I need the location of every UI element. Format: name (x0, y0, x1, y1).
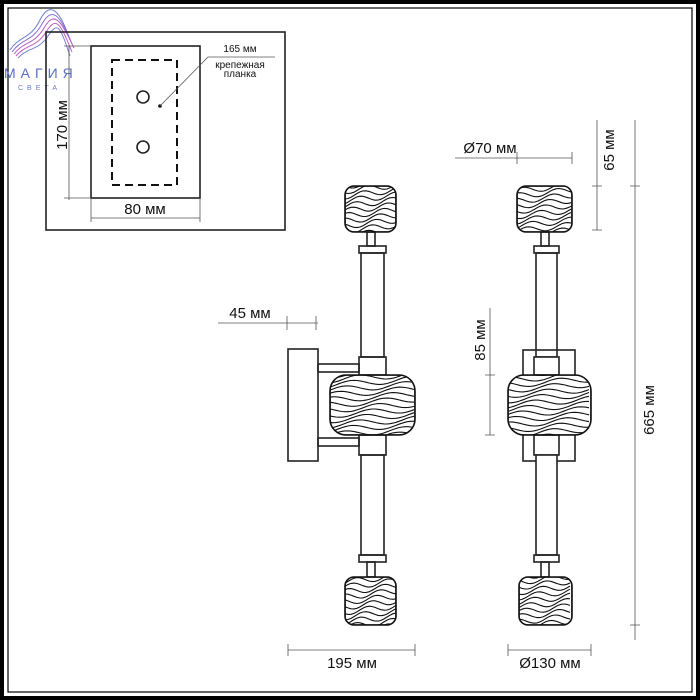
glass-shade (507, 374, 592, 436)
mounting-plate-detail: 165 мм крепежная планка 170 мм 80 мм (45, 31, 286, 231)
total-height-label: 665 мм (641, 385, 658, 435)
plate-height-label: 170 мм (54, 100, 71, 150)
large-shade-diameter-label: Ø130 мм (519, 655, 581, 672)
small-shade-diameter-label: Ø70 мм (463, 140, 516, 157)
inner-frame (7, 7, 693, 693)
plate-size-label: 165 мм (223, 44, 256, 55)
logo: МАГИЯ СВЕТА (4, 9, 78, 92)
glass-shade (516, 185, 573, 233)
logo-main-text: МАГИЯ (4, 65, 78, 81)
wall-offset-label: 45 мм (229, 305, 270, 322)
logo-sub-text: СВЕТА (18, 85, 61, 92)
depth-label: 195 мм (327, 655, 377, 672)
plate-caption-1: крепежная (215, 60, 265, 71)
plate-caption-2: планка (224, 69, 257, 80)
glass-shade (329, 374, 416, 436)
shade-height-label: 65 мм (601, 129, 618, 170)
glass-shade (344, 185, 397, 233)
logo-waves-icon (9, 9, 75, 59)
side-view-lamp (287, 185, 416, 626)
front-view-lamp (507, 185, 592, 626)
glass-shade (344, 576, 397, 626)
dimension-lines (218, 120, 640, 656)
plate-width-label: 80 мм (124, 201, 165, 218)
glass-shade (518, 576, 573, 626)
center-shade-height-label: 85 мм (472, 319, 489, 360)
